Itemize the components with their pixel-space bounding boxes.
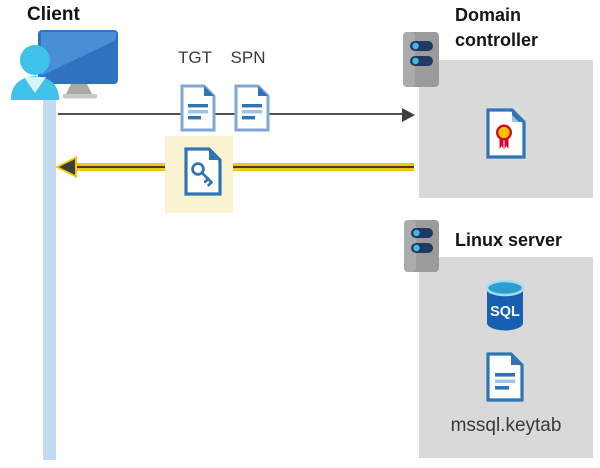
request-arrowhead-icon bbox=[402, 108, 415, 122]
person-icon bbox=[11, 45, 59, 100]
linux-server-title: Linux server bbox=[455, 230, 563, 250]
key-document-icon bbox=[184, 147, 222, 196]
sql-database-icon: SQL bbox=[485, 279, 525, 331]
return-arrow-core bbox=[76, 165, 414, 169]
domain-controller-server-icon bbox=[403, 32, 439, 87]
request-arrow-line bbox=[58, 113, 404, 115]
spn-document-icon bbox=[234, 84, 270, 132]
return-arrow-band bbox=[76, 163, 414, 171]
domain-controller-title: Domain controller bbox=[455, 5, 539, 50]
tgt-document-icon bbox=[180, 84, 216, 132]
keytab-document-icon bbox=[486, 352, 524, 402]
client-computer-icon bbox=[11, 30, 118, 100]
client-title: Client bbox=[27, 4, 80, 25]
keytab-filename: mssql.keytab bbox=[450, 415, 562, 436]
certificate-icon bbox=[486, 108, 526, 159]
sql-label: SQL bbox=[490, 304, 520, 320]
linux-server-icon bbox=[404, 220, 439, 272]
tgt-label: TGT bbox=[178, 48, 212, 67]
spn-label: SPN bbox=[230, 48, 266, 67]
return-arrowhead-icon bbox=[59, 159, 75, 175]
client-lifeline bbox=[43, 94, 56, 460]
